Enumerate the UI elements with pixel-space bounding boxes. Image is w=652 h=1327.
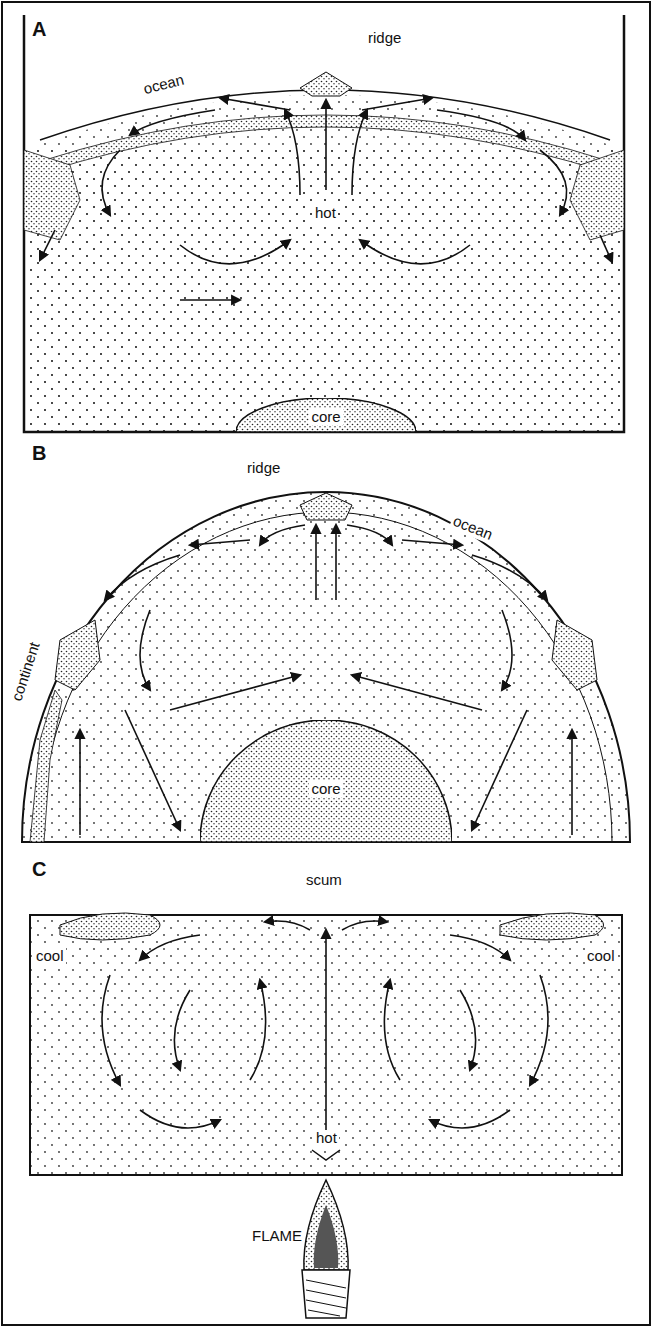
feature-label: continent [8,638,44,705]
feature-label: FLAME [250,1228,304,1245]
feature-label: hot [313,205,338,222]
feature-label: scum [304,872,344,889]
panel-letter: B [30,442,48,464]
core-label: core [309,780,342,797]
core-label: core [309,408,342,425]
feature-label: ridge [366,30,403,47]
core-shape: core [200,720,452,842]
panel-letter: A [30,18,48,40]
feature-label: hot [314,1130,339,1147]
feature-label: cool [34,948,66,965]
feature-label: ocean [140,71,188,98]
panel-letter: C [30,858,48,880]
feature-label: ridge [245,460,282,477]
core-shape: core [236,398,416,432]
feature-label: cool [585,948,617,965]
